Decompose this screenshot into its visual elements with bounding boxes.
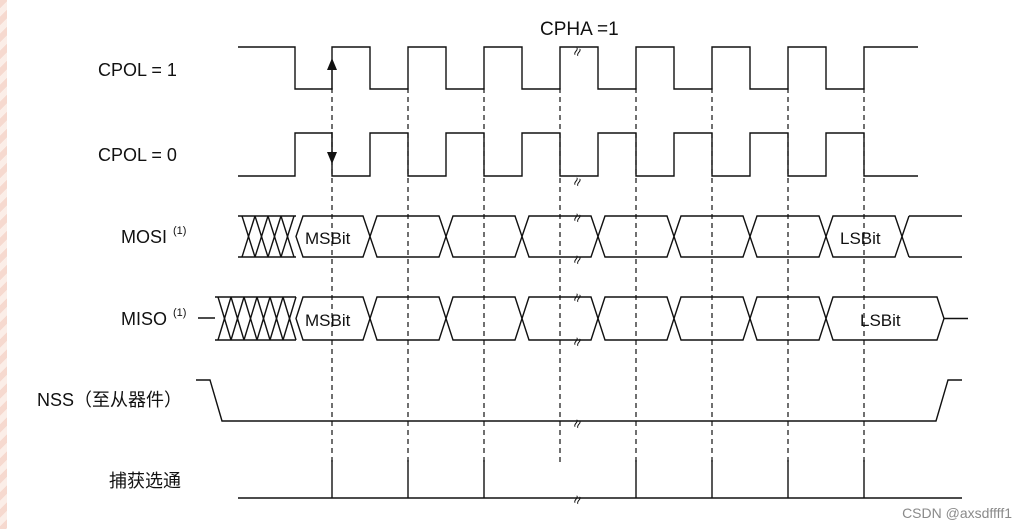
break-mark: ≈: [568, 493, 587, 507]
label-nss: NSS（至从器件）: [37, 390, 182, 410]
mosi-lsbit-label: LSBit: [840, 229, 881, 248]
miso-hatch-line: [230, 296, 245, 341]
label-capture-strobe: 捕获选通: [109, 471, 181, 491]
mosi-hatch-line: [254, 215, 269, 258]
miso-hatch-line: [269, 296, 284, 341]
mosi-hatch-line: [280, 215, 295, 258]
break-mark: ≈: [568, 211, 587, 225]
capture-strobe-waveform: [238, 460, 962, 499]
label-mosi: MOSI: [121, 227, 167, 247]
break-mark: ≈: [568, 253, 587, 267]
cpol1-edge-arrowhead: [327, 58, 337, 70]
label-cpol-0: CPOL = 0: [98, 145, 177, 165]
mosi-hatch-line: [267, 215, 282, 258]
mosi-msbit-label: MSBit: [305, 229, 351, 248]
mosi-tail-edge: [901, 236, 910, 258]
left-border-decoration: [0, 0, 7, 529]
label-cpol-1: CPOL = 1: [98, 60, 177, 80]
nss-waveform: [196, 379, 962, 422]
cpol1-waveform: [238, 46, 918, 90]
cpol0-waveform: [238, 132, 918, 177]
mosi-waveform: [238, 215, 962, 258]
miso-lsbit-label: LSBit: [860, 311, 901, 330]
break-mark: ≈: [568, 335, 587, 349]
miso-msbit-label: MSBit: [305, 311, 351, 330]
miso-hatch-line: [282, 296, 297, 341]
nss-line: [196, 379, 962, 422]
miso-hatch-line: [217, 296, 232, 341]
miso-hatch-line: [256, 296, 271, 341]
cpol0-edge-arrowhead: [327, 152, 337, 164]
mosi-tail-edge: [901, 215, 910, 237]
cpol1-clock-line: [238, 46, 918, 90]
miso-hatch-line: [243, 296, 258, 341]
label-miso: MISO: [121, 309, 167, 329]
diagram-title: CPHA =1: [540, 19, 619, 40]
break-mark: ≈: [568, 291, 587, 305]
break-mark: ≈: [568, 175, 587, 189]
break-mark: ≈: [568, 417, 587, 431]
watermark: CSDN @axsdffff1: [902, 505, 1012, 521]
label-miso-note: (1): [173, 307, 186, 319]
time-break-marks: ≈≈≈≈≈≈≈≈: [568, 45, 587, 507]
mosi-hatch-line: [241, 215, 256, 258]
cpol0-clock-line: [238, 132, 918, 177]
label-mosi-note: (1): [173, 225, 186, 237]
miso-waveform: [198, 296, 968, 341]
